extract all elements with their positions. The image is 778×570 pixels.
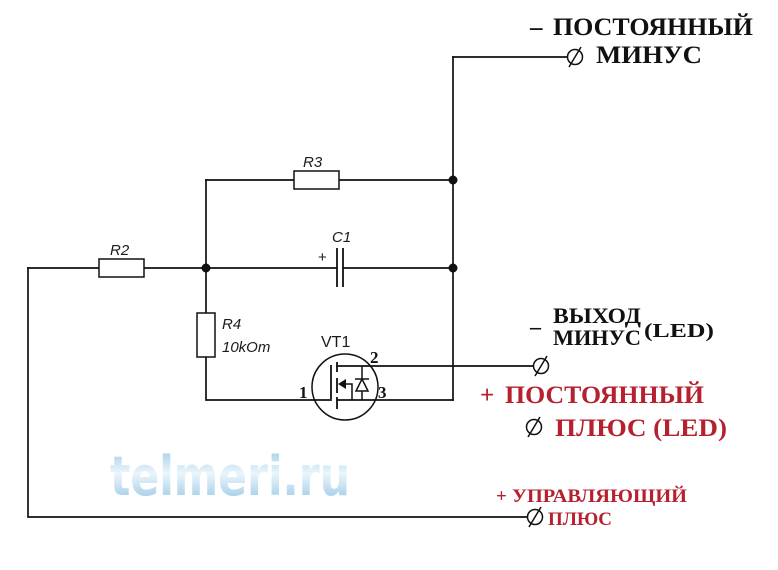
terminal-icon bbox=[525, 416, 543, 438]
terminal-icon bbox=[526, 506, 544, 528]
output-minus-sign: – bbox=[529, 314, 542, 339]
resistor-r4: R4 10kOm bbox=[196, 312, 270, 358]
resistor-r3: R3 bbox=[293, 154, 340, 190]
terminal-icon bbox=[566, 46, 584, 68]
r4-value: 10kOm bbox=[222, 339, 270, 356]
terminal-dc-plus: + ПОСТОЯННЫЙ ПЛЮС (LED) bbox=[480, 381, 727, 442]
r4-label: R4 bbox=[222, 316, 241, 333]
terminal-dc-minus: – ПОСТОЯННЫЙ МИНУС bbox=[529, 13, 754, 69]
mosfet-body-circle bbox=[311, 353, 379, 421]
r2-label: R2 bbox=[110, 242, 130, 259]
resistor-icon bbox=[196, 312, 216, 358]
terminal-control-plus: + УПРАВЛЯЮЩИЙ ПЛЮС bbox=[496, 485, 687, 530]
capacitor-icon bbox=[336, 248, 344, 287]
control-plus-line1: УПРАВЛЯЮЩИЙ bbox=[512, 485, 687, 507]
control-plus-sign: + bbox=[496, 486, 507, 507]
output-minus-suffix: (LED) bbox=[644, 320, 714, 342]
pin-gate-label: 1 bbox=[299, 383, 308, 402]
c1-label: C1 bbox=[332, 229, 351, 246]
dc-minus-line1: ПОСТОЯННЫЙ bbox=[553, 13, 754, 41]
capacitor-c1: C1 + bbox=[318, 229, 351, 287]
pin-drain-label: 2 bbox=[370, 348, 379, 367]
output-minus-line2: МИНУС bbox=[553, 325, 641, 350]
output-minus-line1: ВЫХОД bbox=[553, 303, 641, 328]
diode-icon bbox=[354, 377, 370, 392]
resistor-icon bbox=[98, 258, 145, 278]
watermark: telmeri.ru bbox=[110, 445, 350, 508]
vt1-label: VT1 bbox=[321, 334, 350, 351]
terminal-icon bbox=[532, 355, 550, 377]
control-plus-line2: ПЛЮС bbox=[548, 509, 612, 530]
dc-plus-line1: ПОСТОЯННЫЙ bbox=[505, 381, 705, 409]
resistor-r2: R2 bbox=[98, 242, 145, 278]
terminal-output-minus: – ВЫХОД МИНУС (LED) bbox=[529, 303, 714, 377]
wire-r4-to-gate bbox=[205, 356, 332, 401]
wire-control-loop bbox=[27, 267, 528, 518]
junction-dot bbox=[448, 263, 458, 273]
dc-plus-line2: ПЛЮС (LED) bbox=[555, 415, 727, 442]
mosfet-vt1: VT1 1 2 3 bbox=[299, 334, 387, 421]
dc-plus-sign: + bbox=[480, 382, 494, 409]
mosfet-arrow-icon bbox=[338, 379, 346, 389]
junction-dot bbox=[448, 175, 458, 185]
r3-label: R3 bbox=[303, 154, 323, 171]
c1-polarity-mark: + bbox=[318, 249, 327, 266]
pin-source-label: 3 bbox=[378, 383, 387, 402]
dc-minus-line2: МИНУС bbox=[596, 42, 702, 69]
junction-dot bbox=[201, 263, 211, 273]
resistor-icon bbox=[293, 170, 340, 190]
dc-minus-sign: – bbox=[529, 14, 543, 41]
